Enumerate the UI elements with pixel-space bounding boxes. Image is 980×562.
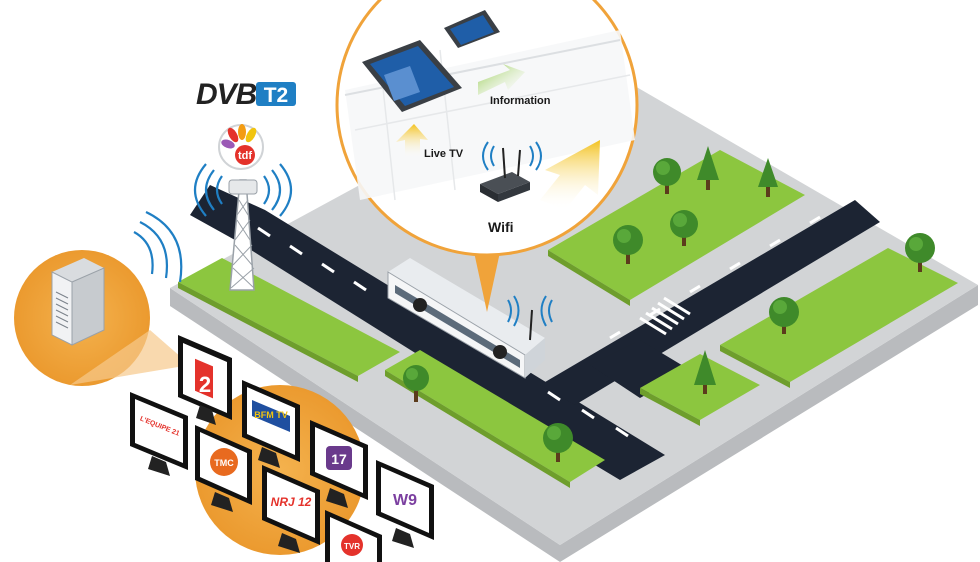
- channel-2-label: 2: [199, 372, 211, 397]
- live-tv-arrow-icon: [396, 124, 428, 158]
- bus: [387, 258, 553, 379]
- tv-tvr: TVR: [325, 510, 382, 562]
- broadcast-waves-icon: [133, 163, 293, 283]
- tablet-device: [362, 40, 462, 112]
- tv-tmc: TMC: [195, 425, 252, 512]
- live-tv-label: Live TV: [424, 148, 464, 160]
- tv-bfm: BFM TV: [242, 380, 300, 468]
- trees: [403, 146, 935, 462]
- tv-equipe: L'EQUIPE 21: [130, 392, 188, 476]
- tv-channels: 2 BFM TV L'EQUIPE 21 TMC: [130, 335, 434, 562]
- crosswalk: [639, 296, 691, 336]
- tv-w9: W9: [376, 460, 434, 548]
- dvb-t2-logo: DVB T2: [196, 78, 296, 111]
- information-arrow-icon: [478, 64, 525, 95]
- smartphone-device: [444, 10, 500, 48]
- tdf-text: tdf: [238, 150, 252, 162]
- tdf-logo: tdf: [218, 124, 264, 170]
- wifi-router: [480, 141, 542, 202]
- channel-bfm-label: BFM TV: [254, 410, 288, 420]
- channel-17-label: 17: [331, 451, 347, 467]
- wifi-signal-icon: [482, 141, 542, 171]
- channel-tvr-label: TVR: [344, 542, 360, 551]
- road-main: [190, 185, 665, 480]
- dvb-text: DVB: [196, 78, 257, 111]
- channel-nrj-label: NRJ 12: [271, 495, 312, 509]
- channel-tmc-label: TMC: [214, 458, 234, 468]
- tv-17: 17: [310, 420, 368, 508]
- t2-text: T2: [264, 84, 289, 107]
- zoom-bubble: Information Live TV Wifi: [335, 0, 639, 312]
- information-label: Information: [490, 95, 551, 107]
- wifi-label: Wifi: [488, 219, 514, 235]
- lane-markings: [257, 215, 821, 438]
- headend-server: [14, 250, 190, 386]
- channel-w9-label: W9: [393, 492, 417, 509]
- tv-nrj: NRJ 12: [262, 465, 320, 553]
- uplink-arrow-icon: [540, 140, 600, 210]
- transmitter-tower: [133, 163, 293, 291]
- tv-france2: 2: [178, 335, 232, 425]
